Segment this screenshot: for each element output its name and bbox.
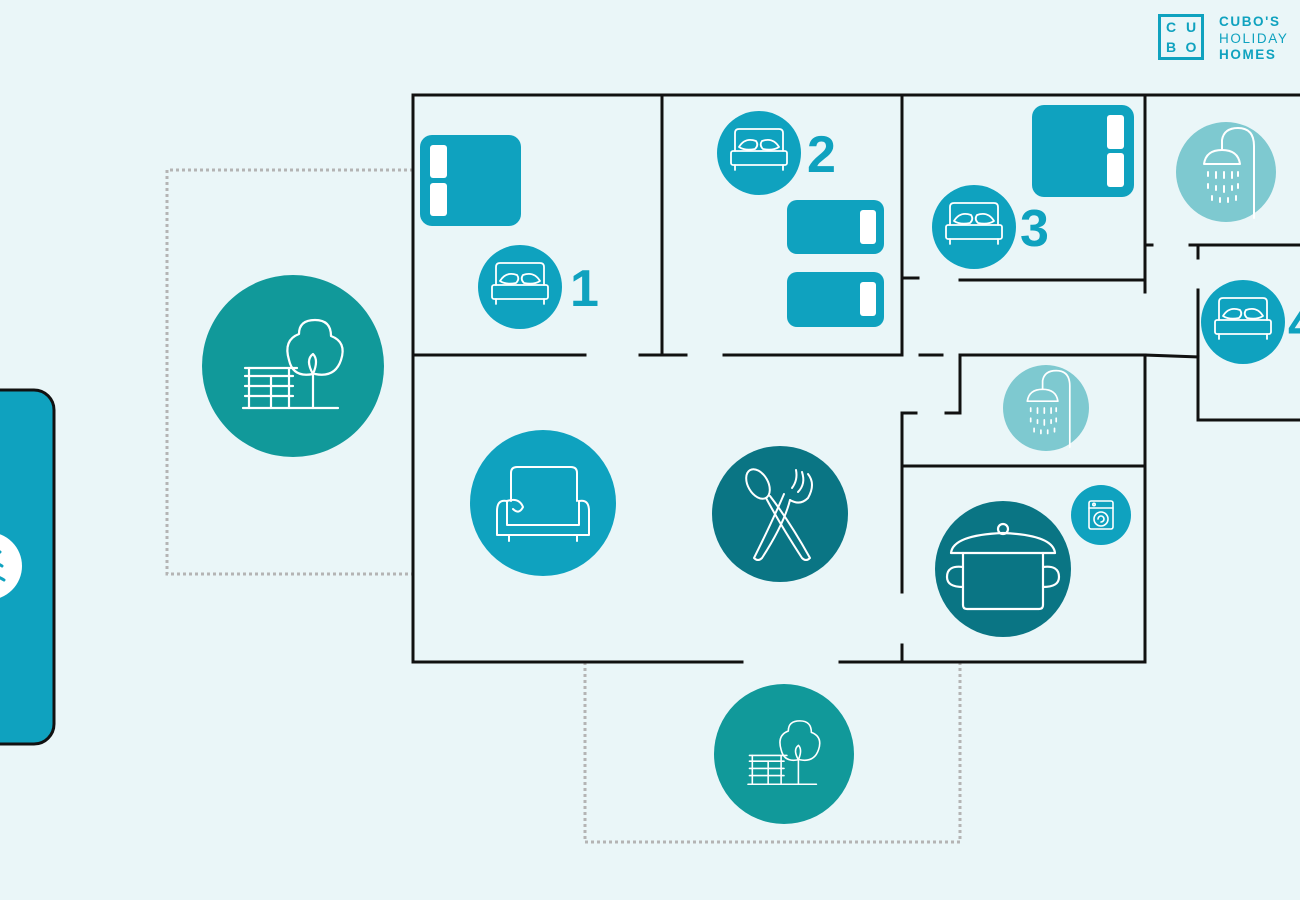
logo-line-1: CUBO'S: [1219, 14, 1281, 29]
bedroom-3: 3: [932, 185, 1049, 269]
terrace-boundary: [583, 662, 962, 844]
bedroom-2-single-bed-top: [787, 200, 884, 254]
pool: [0, 388, 56, 746]
bathroom-1: [1176, 122, 1276, 222]
dining-room: [712, 446, 848, 582]
logo-mark: C U B O: [1158, 14, 1204, 60]
bathroom-2: [1003, 365, 1089, 451]
bedroom-3-number: 3: [1020, 200, 1049, 258]
bedroom-4-number: 4: [1288, 295, 1300, 353]
bedroom-4: 4: [1201, 280, 1300, 364]
logo-line-3: HOMES: [1219, 47, 1277, 62]
living-room: [470, 430, 616, 576]
cubos-holiday-homes-logo: C U B O CUBO'S HOLIDAY HOMES: [1158, 14, 1298, 66]
walls: [411, 93, 1300, 664]
bedroom-1: 1: [478, 245, 599, 329]
logo-text: CUBO'S HOLIDAY HOMES: [1219, 14, 1288, 64]
bedroom-3-bed: [1032, 105, 1134, 197]
bedroom-2-number: 2: [807, 126, 836, 184]
bedroom-2-single-bed-bottom: [787, 272, 884, 327]
pool-basin: [0, 388, 56, 746]
bedroom-1-number: 1: [570, 260, 599, 318]
terrace: [714, 684, 854, 824]
laundry: [1071, 485, 1131, 545]
bedroom-1-bed: [420, 135, 521, 226]
kitchen: [935, 501, 1071, 637]
logo-line-2: HOLIDAY: [1219, 30, 1289, 46]
garden: [202, 275, 384, 457]
garden-boundary: [165, 168, 413, 576]
bedroom-2: 2: [717, 111, 836, 195]
water-icon: [0, 534, 22, 598]
